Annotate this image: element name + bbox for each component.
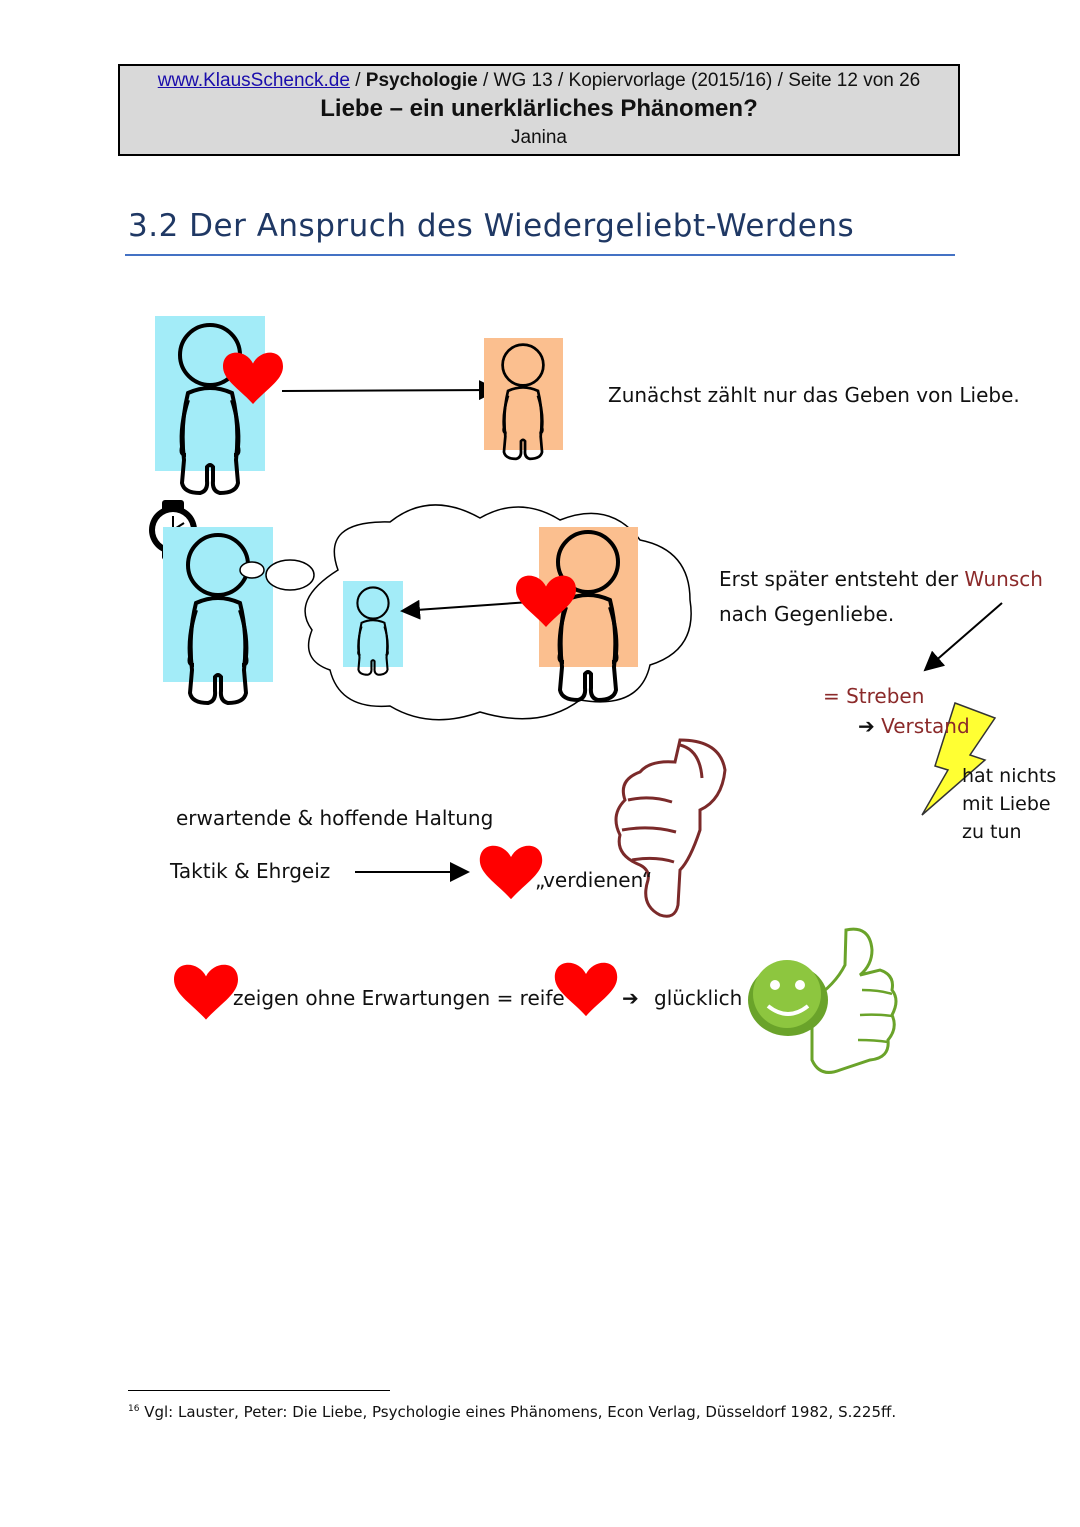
header-line: www.KlausSchenck.de / Psychologie / WG 1… xyxy=(120,69,958,93)
footnote-number: 16 xyxy=(128,1404,140,1414)
text-nothing-line2: mit Liebe xyxy=(962,793,1051,815)
thumbs-down-icon xyxy=(614,738,727,918)
header-sep: / xyxy=(349,70,366,91)
text-attitude: erwartende & hoffende Haltung xyxy=(176,806,494,830)
orange-person-box xyxy=(484,338,563,450)
text-nothing-line3: zu tun xyxy=(962,821,1022,843)
reason-arrow-glyph: ➔ xyxy=(858,714,875,738)
text-earn: „verdienen“ xyxy=(535,868,653,892)
footnote-text: Vgl: Lauster, Peter: Die Liebe, Psycholo… xyxy=(139,1403,897,1421)
lightning-icon xyxy=(921,702,997,816)
blue-thinking-person-box xyxy=(163,527,273,682)
text-striving: = Streben xyxy=(823,684,925,708)
text-later-line2: nach Gegenliebe. xyxy=(719,602,895,626)
document-title: Liebe – ein unerklärliches Phänomen? xyxy=(320,95,758,122)
wish-arrow xyxy=(923,602,1003,672)
text-happy: glücklich xyxy=(654,986,743,1010)
text-wish: Wunsch xyxy=(964,567,1043,591)
smiley-thumbs-up-icon xyxy=(748,927,898,1074)
text-reason: Verstand xyxy=(881,714,970,738)
text-later-prefix: Erst später entsteht der xyxy=(719,567,965,591)
return-arrow xyxy=(400,599,531,620)
text-later-line1: Erst später entsteht der Wunsch xyxy=(719,567,1043,591)
giving-arrow xyxy=(281,380,499,401)
website-link[interactable]: www.KlausSchenck.de xyxy=(157,70,350,91)
heading-underline xyxy=(125,254,955,256)
section-heading: 3.2 Der Anspruch des Wiedergeliebt-Werde… xyxy=(128,208,855,244)
heart-icon xyxy=(174,964,238,1020)
header-subject: Psychologie xyxy=(365,70,478,91)
document-author: Janina xyxy=(511,127,567,148)
footnote: 16 Vgl: Lauster, Peter: Die Liebe, Psych… xyxy=(128,1403,896,1421)
text-giving: Zunächst zählt nur das Geben von Liebe. xyxy=(608,383,1020,407)
document-header: www.KlausSchenck.de / Psychologie / WG 1… xyxy=(118,64,960,156)
text-reason-line: ➔ Verstand xyxy=(858,714,970,738)
header-meta: / WG 13 / Kopiervorlage (2015/16) / Seit… xyxy=(477,70,921,91)
small-blue-person-box xyxy=(343,581,403,667)
heart-icon xyxy=(479,845,543,900)
happy-arrow-glyph: ➔ xyxy=(622,986,639,1010)
text-tactic: Taktik & Ehrgeiz xyxy=(170,859,331,883)
text-show: zeigen ohne Erwartungen = reife xyxy=(233,986,565,1010)
text-nothing: hat nichts mit Liebe zu tun xyxy=(962,762,1056,846)
text-nothing-line1: hat nichts xyxy=(962,765,1057,787)
footnote-separator xyxy=(128,1390,390,1391)
